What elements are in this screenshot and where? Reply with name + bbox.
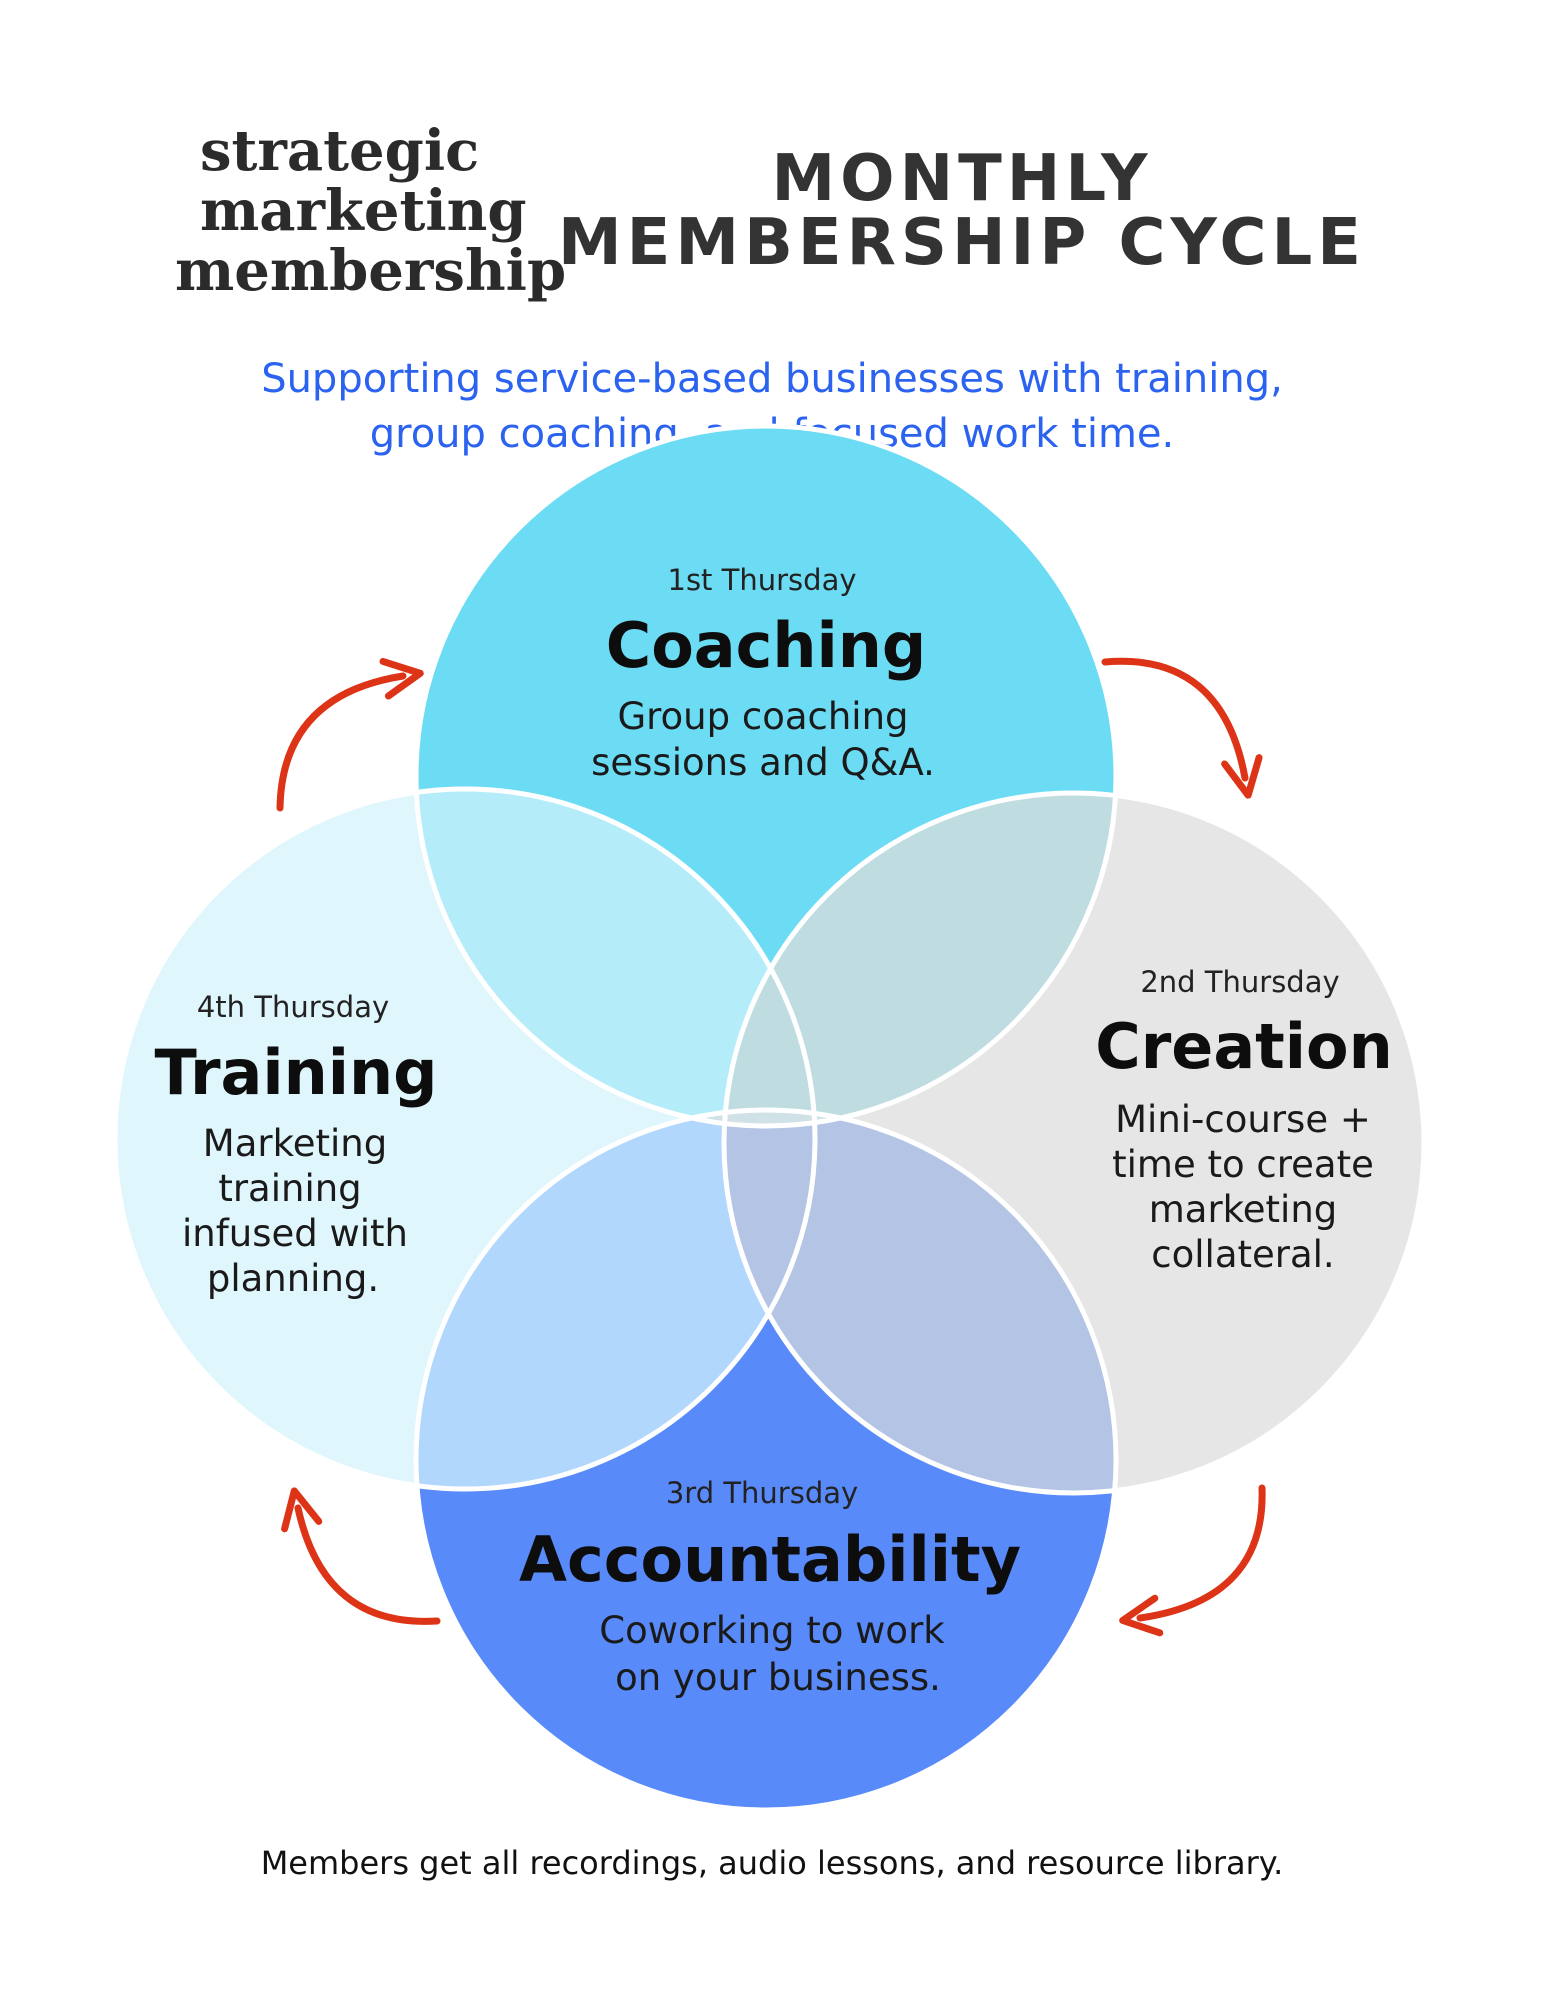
training-title: Training — [154, 1036, 437, 1109]
coaching-day: 1st Thursday — [668, 563, 857, 597]
training-desc-line-1: Marketing — [203, 1122, 387, 1165]
accountability-day: 3rd Thursday — [666, 1476, 858, 1510]
creation-desc-line-3: marketing — [1149, 1188, 1338, 1231]
footer-note: Members get all recordings, audio lesson… — [261, 1844, 1284, 1882]
training-day: 4th Thursday — [197, 990, 389, 1024]
brand-logo: strategic marketing membership — [175, 118, 566, 304]
training-outline — [112, 786, 818, 1492]
arrow-training-to-coaching — [276, 657, 424, 812]
subtitle-line-1: Supporting service-based businesses with… — [261, 356, 1283, 402]
coaching-desc-line-1: Group coaching — [617, 695, 908, 738]
accountability-outline — [413, 1107, 1119, 1813]
title-line-2: MEMBERSHIP CYCLE — [558, 206, 1366, 280]
logo-line-2: marketing — [200, 178, 526, 244]
accountability-desc-line-2: on your business. — [615, 1656, 941, 1699]
cycle-arrows — [276, 657, 1266, 1637]
page-title: MONTHLY MEMBERSHIP CYCLE — [558, 142, 1366, 280]
overlap-coaching-training — [416, 789, 815, 1126]
logo-line-3: membership — [175, 238, 566, 304]
creation-outline — [721, 790, 1427, 1496]
creation-desc-line-4: collateral. — [1151, 1233, 1334, 1276]
venn-outlines — [112, 423, 1427, 1813]
arrow-coaching-to-creation — [1101, 657, 1263, 799]
arrow-creation-to-accountability — [1119, 1484, 1266, 1637]
creation-day: 2nd Thursday — [1140, 965, 1339, 999]
logo-line-1: strategic — [200, 118, 479, 184]
accountability-title: Accountability — [519, 1523, 1021, 1596]
creation-desc-line-2: time to create — [1112, 1143, 1374, 1186]
training-desc-line-4: planning. — [207, 1257, 379, 1300]
coaching-stage: 1st Thursday Coaching Group coaching ses… — [591, 563, 935, 784]
coaching-outline — [413, 423, 1119, 1129]
overlap-coaching-creation — [724, 793, 1116, 1126]
title-line-1: MONTHLY — [771, 142, 1152, 216]
coaching-title: Coaching — [606, 609, 927, 682]
creation-desc-line-1: Mini-course + — [1115, 1098, 1371, 1141]
arrow-accountability-to-training — [281, 1487, 441, 1625]
accountability-stage: 3rd Thursday Accountability Coworking to… — [519, 1476, 1021, 1699]
training-stage: 4th Thursday Training Marketing training… — [154, 990, 437, 1300]
coaching-desc-line-2: sessions and Q&A. — [591, 741, 935, 784]
creation-title: Creation — [1095, 1010, 1393, 1083]
training-desc-line-2: training — [218, 1167, 361, 1210]
training-desc-line-3: infused with — [182, 1212, 408, 1255]
creation-stage: 2nd Thursday Creation Mini-course + time… — [1095, 965, 1393, 1276]
accountability-desc-line-1: Coworking to work — [599, 1609, 945, 1652]
